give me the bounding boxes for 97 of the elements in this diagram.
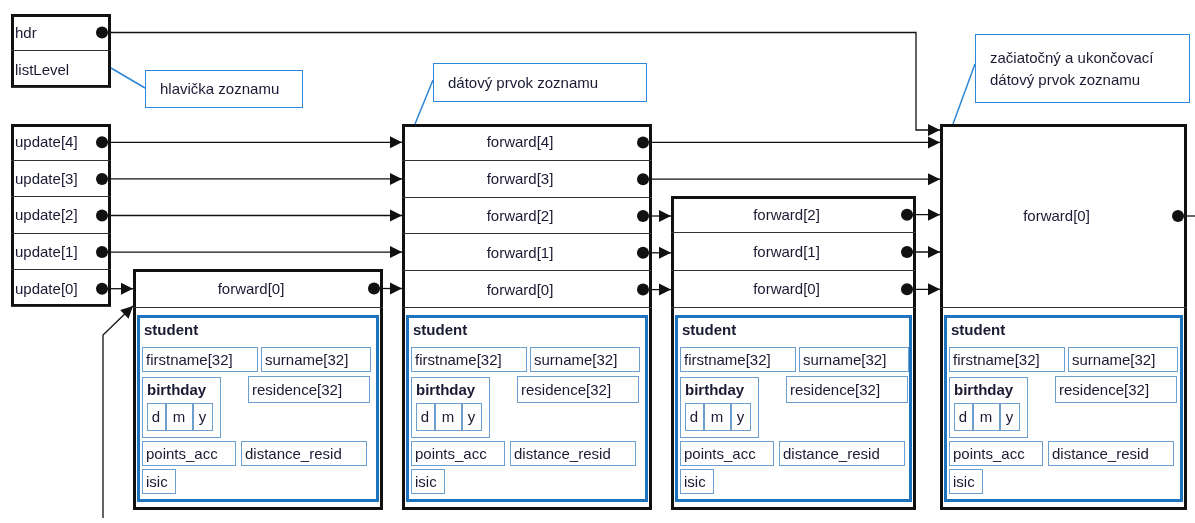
callout-box: hlavička zoznamu: [145, 70, 303, 108]
member-field: m: [972, 402, 1000, 431]
member-field: distance_resid: [241, 441, 367, 466]
member-field: d: [684, 402, 704, 431]
struct-label: birthday: [147, 381, 207, 398]
pointer-field: forward[0]: [940, 124, 1187, 308]
leader-line: [952, 63, 976, 125]
leader-line: [110, 67, 146, 89]
pointer-arrow: [96, 282, 134, 295]
pointer-arrow: [96, 172, 403, 185]
member-field: surname[32]: [799, 347, 909, 372]
pointer-arrow: [96, 209, 403, 222]
pointer-arrow: [901, 246, 941, 258]
record-box: [940, 124, 1187, 510]
pointer-field: hdr: [11, 14, 111, 51]
pointer-arrow: [96, 136, 403, 149]
member-field: points_acc: [680, 441, 774, 466]
pointer-field: forward[2]: [402, 197, 652, 235]
pointer-arrow: [96, 26, 941, 136]
record-box: [11, 14, 111, 88]
nested-struct-box: [680, 377, 759, 438]
member-field: m: [703, 402, 731, 431]
pointer-arrow: [102, 305, 134, 519]
member-field: y: [461, 402, 482, 431]
member-field: y: [999, 402, 1020, 431]
pointer-field: forward[4]: [402, 124, 652, 161]
pointer-field: forward[1]: [402, 234, 652, 272]
member-field: residence[32]: [786, 376, 908, 403]
pointer-arrow: [637, 136, 941, 149]
member-field: surname[32]: [530, 347, 640, 372]
callout-box: začiatočný a ukončovací dátový prvok zoznamu: [975, 34, 1190, 103]
pointer-field: forward[2]: [671, 196, 916, 234]
callout-box: dátový prvok zoznamu: [433, 63, 647, 102]
struct-label: student: [682, 321, 737, 338]
struct-label: birthday: [954, 381, 1014, 398]
member-field: surname[32]: [261, 347, 371, 372]
member-field: m: [165, 402, 193, 431]
struct-box: [675, 315, 912, 502]
member-field: isic: [142, 469, 176, 494]
struct-label: birthday: [416, 381, 476, 398]
pointer-field: update[4]: [11, 124, 111, 161]
member-field: firstname[32]: [949, 347, 1065, 372]
member-field: residence[32]: [517, 376, 639, 403]
member-field: distance_resid: [1048, 441, 1174, 466]
record-box: [11, 124, 111, 307]
pointer-field: update[2]: [11, 197, 111, 234]
member-field: firstname[32]: [142, 347, 258, 372]
member-field: isic: [411, 469, 445, 494]
struct-box: [944, 315, 1183, 502]
member-field: y: [192, 402, 213, 431]
struct-label: birthday: [685, 381, 745, 398]
nested-struct-box: [142, 377, 221, 438]
pointer-field: update[0]: [11, 270, 111, 307]
member-field: surname[32]: [1068, 347, 1178, 372]
member-field: m: [434, 402, 462, 431]
member-field: d: [146, 402, 166, 431]
pointer-field: update[3]: [11, 160, 111, 198]
member-field: d: [415, 402, 435, 431]
struct-box: [137, 315, 379, 502]
member-field: points_acc: [142, 441, 236, 466]
pointer-arrow: [637, 173, 941, 186]
member-field: isic: [949, 469, 983, 494]
nested-struct-box: [411, 377, 490, 438]
pointer-field: forward[0]: [133, 269, 383, 308]
member-field: residence[32]: [248, 376, 370, 403]
pointer-field: forward[3]: [402, 160, 652, 198]
record-box: [133, 269, 383, 510]
record-box: [402, 124, 652, 510]
pointer-arrow: [637, 210, 672, 222]
struct-box: [406, 315, 648, 502]
pointer-arrow: [637, 246, 672, 259]
member-field: distance_resid: [510, 441, 636, 466]
pointer-field: forward[0]: [671, 270, 916, 308]
leader-line: [414, 79, 434, 125]
pointer-arrow: [637, 283, 672, 296]
record-box: [671, 196, 916, 510]
struct-label: student: [951, 321, 1006, 338]
struct-label: student: [413, 321, 468, 338]
member-field: points_acc: [949, 441, 1043, 466]
member-field: isic: [680, 469, 714, 494]
member-field: distance_resid: [779, 441, 905, 466]
struct-label: student: [144, 321, 199, 338]
member-field: firstname[32]: [680, 347, 796, 372]
pointer-arrow: [901, 208, 941, 221]
member-field: d: [953, 402, 973, 431]
pointer-field: listLevel: [11, 51, 111, 88]
pointer-field: forward[1]: [671, 233, 916, 271]
member-field: y: [730, 402, 751, 431]
member-field: firstname[32]: [411, 347, 527, 372]
pointer-arrow: [901, 283, 941, 296]
nested-struct-box: [949, 377, 1028, 438]
pointer-field: update[1]: [11, 233, 111, 271]
member-field: points_acc: [411, 441, 505, 466]
pointer-arrow: [368, 282, 403, 295]
pointer-arrow: [96, 246, 403, 259]
pointer-field: forward[0]: [402, 271, 652, 308]
member-field: residence[32]: [1055, 376, 1177, 403]
